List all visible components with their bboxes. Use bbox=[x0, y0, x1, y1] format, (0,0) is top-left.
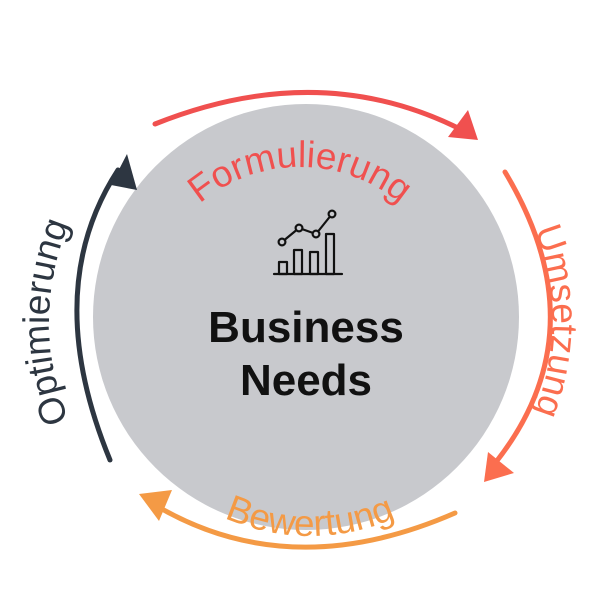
arc-formulierung bbox=[152, 89, 465, 133]
arrowhead-formulierung bbox=[448, 110, 478, 140]
label-optimierung-text: Optimierung bbox=[16, 212, 77, 431]
center-circle bbox=[93, 104, 519, 530]
arrowhead-bewertung bbox=[139, 490, 172, 521]
bar-chart-trend-icon bbox=[272, 209, 344, 276]
arc-bewertung bbox=[152, 502, 458, 550]
label-umsetzung: Umsetzung bbox=[527, 219, 585, 423]
center-title-line2: Needs bbox=[240, 356, 372, 405]
arrowhead-umsetzung bbox=[484, 452, 514, 482]
label-optimierung: Optimierung bbox=[16, 212, 77, 431]
arrowhead-optimierung bbox=[111, 154, 137, 190]
center-title-line1: Business bbox=[208, 303, 404, 352]
label-umsetzung-text: Umsetzung bbox=[527, 219, 585, 423]
arc-optimierung bbox=[74, 167, 121, 463]
arc-umsetzung bbox=[493, 169, 553, 465]
